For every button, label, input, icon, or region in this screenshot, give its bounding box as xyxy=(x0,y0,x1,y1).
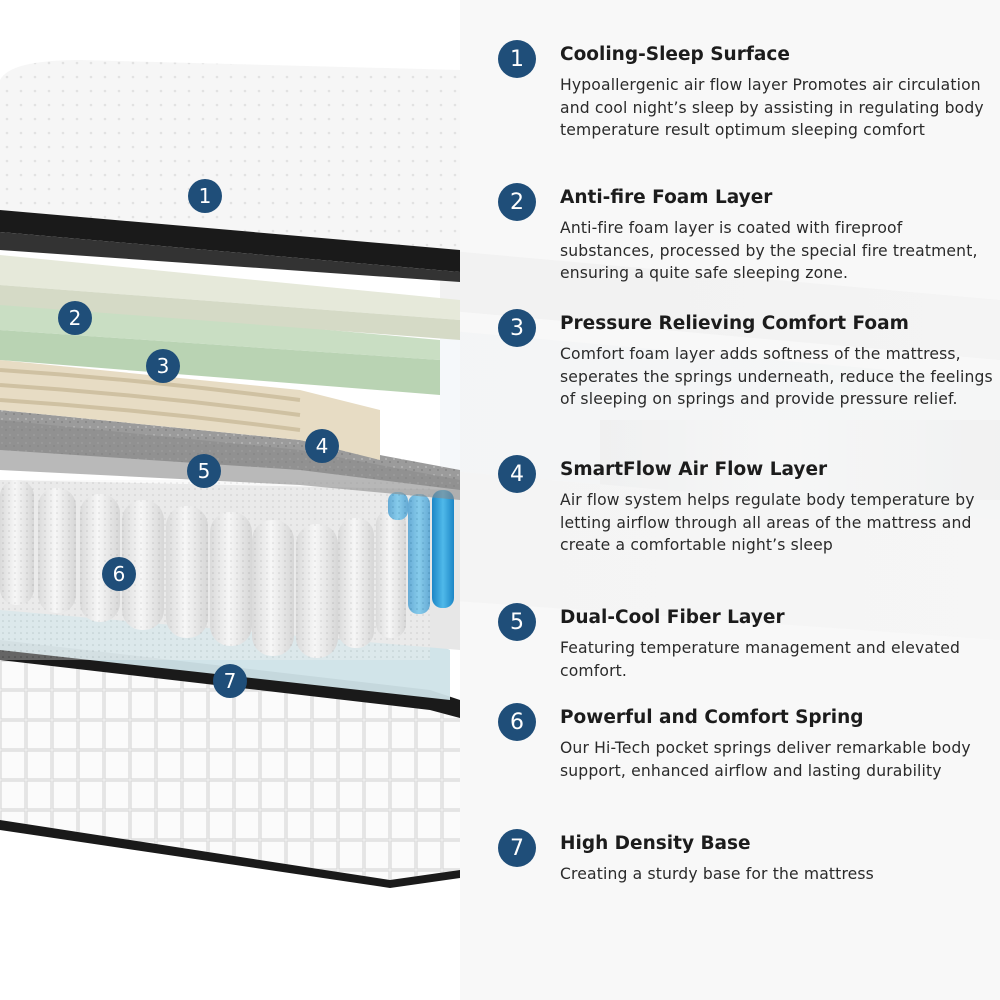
layer-6-springs xyxy=(0,480,460,660)
diagram-badge-7: 7 xyxy=(213,664,247,698)
feature-number-badge: 1 xyxy=(498,40,536,78)
feature-number-badge: 5 xyxy=(498,603,536,641)
feature-description: Creating a sturdy base for the mattress xyxy=(560,865,874,883)
layer-2-antifire xyxy=(0,255,460,340)
feature-title: Anti-fire Foam Layer xyxy=(560,187,773,208)
feature-title: High Density Base xyxy=(560,833,751,854)
feature-title: Dual-Cool Fiber Layer xyxy=(560,607,785,628)
feature-number-badge: 2 xyxy=(498,183,536,221)
diagram-badge-5: 5 xyxy=(187,454,221,488)
feature-number-badge: 7 xyxy=(498,829,536,867)
feature-title: Powerful and Comfort Spring xyxy=(560,707,864,728)
feature-description: Our Hi-Tech pocket springs deliver remar… xyxy=(560,739,971,780)
feature-description: Featuring temperature management and ele… xyxy=(560,639,961,680)
diagram-badge-2: 2 xyxy=(58,301,92,335)
layer-1-surface xyxy=(0,60,460,282)
feature-number-badge: 3 xyxy=(498,309,536,347)
feature-title: Cooling-Sleep Surface xyxy=(560,44,790,65)
layer-4-airflow xyxy=(0,360,380,460)
diagram-badge-4: 4 xyxy=(305,429,339,463)
diagram-badge-6: 6 xyxy=(102,557,136,591)
feature-number-badge: 6 xyxy=(498,703,536,741)
feature-description: Anti-fire foam layer is coated with fire… xyxy=(560,219,978,282)
feature-description: Air flow system helps regulate body temp… xyxy=(560,491,975,554)
feature-title: SmartFlow Air Flow Layer xyxy=(560,459,828,480)
feature-description: Hypoallergenic air flow layer Promotes a… xyxy=(560,76,984,139)
feature-title: Pressure Relieving Comfort Foam xyxy=(560,313,909,334)
feature-panel xyxy=(460,0,1000,1000)
feature-number-badge: 4 xyxy=(498,455,536,493)
layer-3-comfort xyxy=(0,300,440,395)
layer-5-fiber xyxy=(0,410,460,500)
diagram-badge-1: 1 xyxy=(188,179,222,213)
feature-description: Comfort foam layer adds softness of the … xyxy=(560,345,993,408)
diagram-badge-3: 3 xyxy=(146,349,180,383)
